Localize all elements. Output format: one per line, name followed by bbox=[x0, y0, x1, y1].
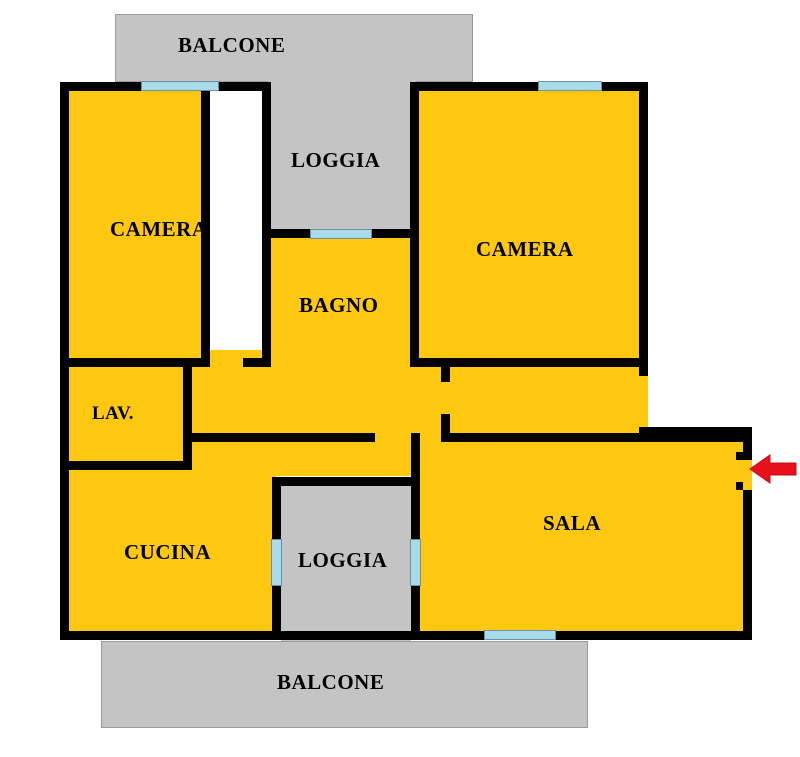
window-cucina-loggia bbox=[271, 539, 282, 586]
wall-bagno-bottom-left bbox=[243, 358, 271, 367]
room-camera-right bbox=[416, 86, 648, 358]
window-loggia-top-bagno bbox=[310, 229, 372, 239]
room-camera-left bbox=[60, 86, 210, 358]
window-sala-bottom bbox=[484, 630, 556, 640]
room-bagno bbox=[268, 232, 416, 358]
wall-bagno-left bbox=[262, 238, 271, 358]
window-sala-loggia bbox=[410, 539, 421, 586]
label-loggia-top: LOGGIA bbox=[291, 148, 381, 172]
wall-outer-right-sala-lower bbox=[743, 490, 752, 640]
entrance-door-jamb-top bbox=[736, 452, 743, 460]
entrance-arrow-icon bbox=[749, 454, 797, 484]
wall-bagno-bottom-right bbox=[410, 358, 450, 367]
room-cucina bbox=[60, 466, 276, 640]
wall-corridor-stub-lower bbox=[441, 414, 450, 433]
label-balcone-top: BALCONE bbox=[178, 33, 286, 57]
window-camera-right-top bbox=[538, 81, 602, 91]
wall-loggia-top-left bbox=[262, 82, 271, 238]
wall-lav-right bbox=[183, 367, 192, 470]
label-camera-left: CAMERA bbox=[110, 217, 208, 241]
room-lav bbox=[60, 358, 192, 470]
label-bagno: BAGNO bbox=[299, 293, 379, 317]
loggia-top-area bbox=[268, 78, 416, 230]
wall-corridor-stub-upper-right bbox=[441, 358, 450, 382]
wall-camera-left-right bbox=[201, 86, 210, 358]
wall-outer-right-sala-upper bbox=[743, 427, 752, 460]
entrance-door-jamb-bottom bbox=[736, 482, 743, 490]
wall-sala-top bbox=[639, 427, 752, 436]
wall-bagno-right bbox=[410, 238, 419, 358]
wall-outer-right-camera bbox=[639, 82, 648, 376]
label-loggia-bottom: LOGGIA bbox=[298, 548, 388, 572]
window-camera-left-top bbox=[141, 81, 219, 91]
wall-sala-left bbox=[411, 433, 420, 483]
label-lav: LAV. bbox=[92, 403, 134, 424]
wall-loggia-bottom-top bbox=[272, 477, 420, 486]
wall-corridor-bottom-left bbox=[183, 433, 375, 442]
wall-loggia-top-right bbox=[410, 82, 419, 238]
balcony-bottom bbox=[101, 641, 588, 728]
entrance-arrow bbox=[748, 450, 798, 488]
wall-camera-left-bottom bbox=[60, 358, 210, 367]
label-cucina: CUCINA bbox=[124, 540, 211, 564]
wall-lav-bottom bbox=[60, 461, 192, 470]
label-camera-right: CAMERA bbox=[476, 237, 574, 261]
wall-outer-left-lower bbox=[60, 371, 69, 640]
wall-camera-right-bottom bbox=[441, 358, 648, 367]
wall-outer-top-right bbox=[414, 82, 648, 91]
label-balcone-bottom: BALCONE bbox=[277, 670, 385, 694]
room-sala bbox=[416, 432, 752, 640]
wall-outer-bottom bbox=[60, 631, 752, 640]
loggia-bottom-area bbox=[281, 484, 411, 641]
wall-corridor-bottom-right bbox=[441, 433, 752, 442]
wall-outer-left-upper bbox=[60, 86, 69, 371]
balcony-top bbox=[115, 14, 473, 82]
label-sala: SALA bbox=[543, 511, 602, 535]
